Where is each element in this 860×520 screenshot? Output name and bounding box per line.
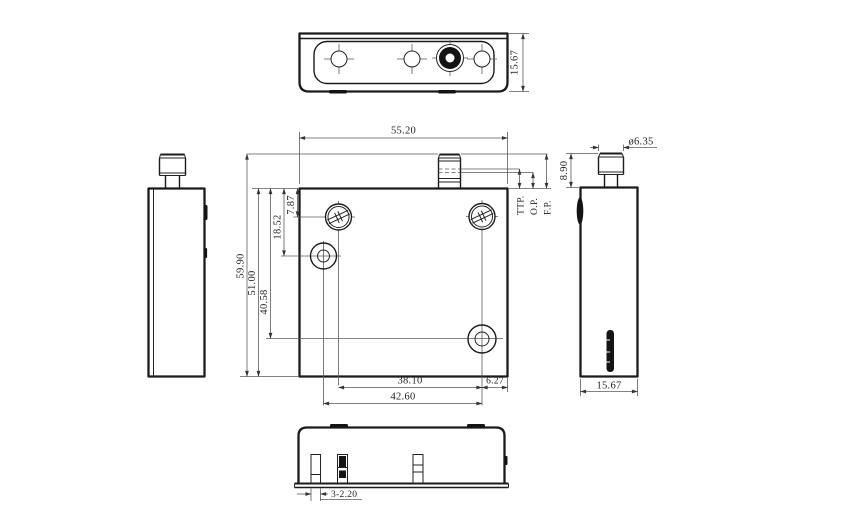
bottom-base-plate xyxy=(294,482,509,489)
dim-connector-dia-label: ø6.35 xyxy=(628,137,653,148)
dim-hole1-offset-label: 18.52 xyxy=(273,214,284,239)
bottom-foot-left xyxy=(330,424,348,428)
bottom-side-nub xyxy=(504,456,508,465)
top-hole-1 xyxy=(330,50,348,68)
top-hole-2 xyxy=(403,50,421,68)
dim-right-depth-label: 15.67 xyxy=(596,381,621,392)
top-lens-port xyxy=(436,44,464,72)
front-connector xyxy=(437,153,462,188)
left-view-side-nub xyxy=(204,248,208,258)
dim-overall-height: 59.90 xyxy=(236,153,249,377)
bottom-view: 3-2.20 xyxy=(294,424,509,501)
front-plate-outline xyxy=(298,187,509,378)
dim-top-depth-label: 15.67 xyxy=(510,50,521,75)
dim-pins: 3-2.20 xyxy=(297,488,362,501)
dim-width: 55.20 xyxy=(299,126,508,184)
right-view-outline xyxy=(579,186,639,378)
dim-hole2-to-edge-label: 6.27 xyxy=(486,377,504,387)
top-view: 15.67 xyxy=(298,32,529,94)
dim-hole2-to-edge: 6.27 xyxy=(481,377,508,390)
mounting-hole-left xyxy=(309,242,338,270)
pin-3 xyxy=(412,454,424,484)
dim-width-label: 55.20 xyxy=(391,126,416,137)
dim-hole2-offset-label: 40.58 xyxy=(259,289,270,314)
dim-hole1-offset: 18.52 xyxy=(273,188,286,257)
dim-connector-height-label: 8.90 xyxy=(559,161,570,181)
bottom-view-outline xyxy=(297,426,506,483)
top-view-inner-housing xyxy=(313,40,495,85)
dim-screw-offset: 7.87 xyxy=(286,188,300,218)
dim-screw-offset-label: 7.87 xyxy=(286,195,297,215)
dim-connector-dia: ø6.35 xyxy=(590,137,657,151)
top-foot-right xyxy=(438,90,456,94)
dim-connector-height: 8.90 xyxy=(559,153,598,188)
dim-right-depth: 15.67 xyxy=(580,379,638,396)
reference-planes: TTP. O.P. F.P. xyxy=(461,153,554,215)
front-view: 55.20 59.90 51.00 40.58 18.52 7.87 xyxy=(236,126,554,406)
screw-left xyxy=(324,203,353,231)
right-view-connector xyxy=(597,152,625,188)
plane-fp-label: F.P. xyxy=(544,200,554,215)
bottom-pins xyxy=(310,454,424,484)
dim-pins-label: 3-2.20 xyxy=(331,490,357,500)
dim-top-depth: 15.67 xyxy=(509,33,529,92)
dim-hole1-to-hole2: 42.60 xyxy=(323,392,483,406)
pin-1 xyxy=(310,454,321,484)
screw-right xyxy=(468,202,496,231)
mounting-hole-bottom-right xyxy=(467,324,497,354)
top-view-outline xyxy=(298,32,509,93)
plane-ttp-label: TTP. xyxy=(517,196,527,215)
right-view: ø6.35 8.90 15.67 xyxy=(559,137,657,396)
dim-overall-height-label: 59.90 xyxy=(236,253,247,278)
dim-screw-to-hole2-label: 38.10 xyxy=(397,376,422,387)
brand-mark xyxy=(606,330,614,372)
left-view xyxy=(147,153,208,378)
dim-body-height: 51.00 xyxy=(247,188,261,377)
plane-op-label: O.P. xyxy=(530,198,540,215)
top-hole-3 xyxy=(473,50,491,68)
top-foot-left xyxy=(329,90,347,94)
pin-2 xyxy=(337,454,348,484)
left-view-outline xyxy=(147,187,206,378)
right-view-side-knob xyxy=(576,197,584,225)
left-view-side-knob xyxy=(204,205,208,220)
dim-body-height-label: 51.00 xyxy=(247,270,258,295)
bottom-foot-right xyxy=(467,424,485,428)
dim-hole2-offset: 40.58 xyxy=(259,188,273,339)
dim-screw-to-hole2: 38.10 xyxy=(338,376,483,390)
left-view-connector xyxy=(158,153,187,189)
dim-hole1-to-hole2-label: 42.60 xyxy=(390,392,415,403)
